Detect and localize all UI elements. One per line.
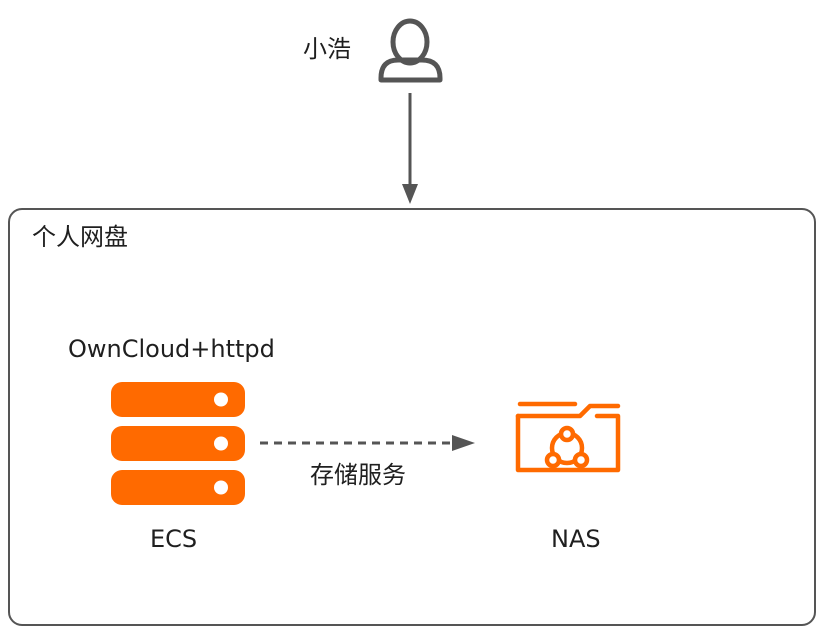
connection-label: 存储服务 [310,461,406,489]
user-to-drive-arrow [402,93,418,204]
nas-label: NAS [551,525,601,553]
container-title: 个人网盘 [32,223,128,251]
personal-drive-container [8,208,816,626]
storage-service-arrow [260,435,475,451]
server-icon [111,382,245,505]
ecs-label: ECS [150,525,198,553]
nas-folder-icon [515,401,621,473]
user-label: 小浩 [303,35,351,63]
ecs-caption: OwnCloud+httpd [68,335,275,363]
user-icon [378,18,443,83]
